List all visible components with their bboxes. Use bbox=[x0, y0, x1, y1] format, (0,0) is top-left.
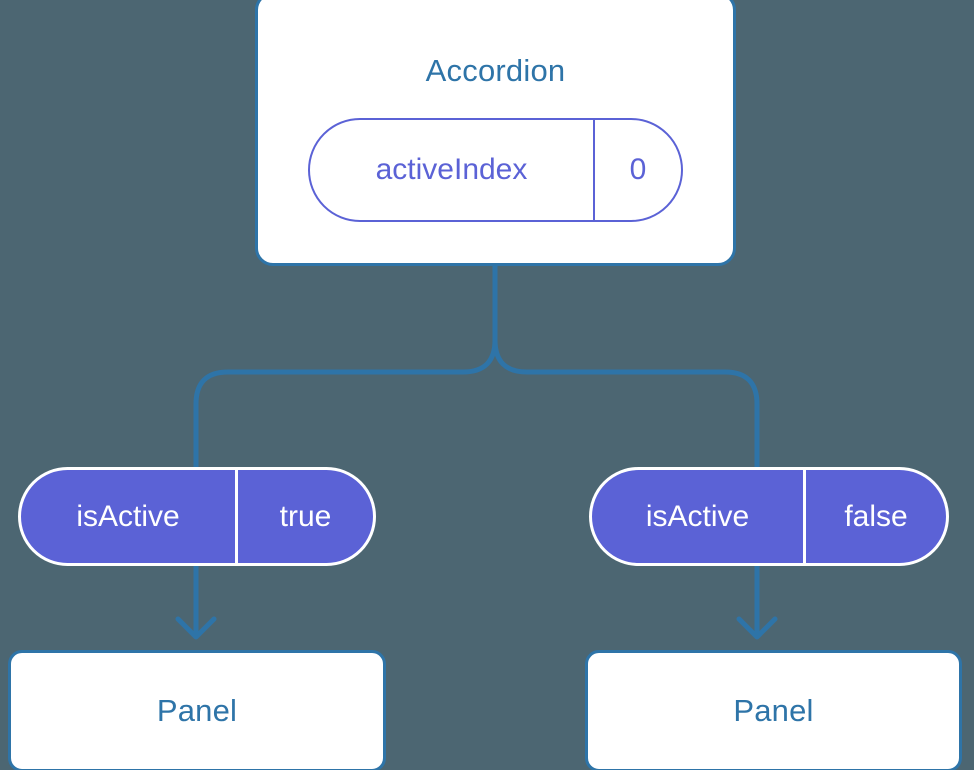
component-node-panel-right[interactable]: Panel bbox=[585, 650, 962, 770]
prop-pill-active-index[interactable]: activeIndex 0 bbox=[308, 118, 683, 222]
prop-value-active-index: 0 bbox=[593, 120, 681, 220]
prop-key-is-active-right: isActive bbox=[645, 499, 750, 533]
prop-value-is-active-right: false bbox=[803, 470, 946, 563]
arrow-head-right-icon bbox=[736, 616, 778, 640]
prop-pill-is-active-true[interactable]: isActive true bbox=[18, 467, 376, 566]
connector-root-to-left-prop bbox=[193, 263, 498, 470]
arrow-head-left-icon bbox=[175, 616, 217, 640]
component-title-accordion: Accordion bbox=[425, 53, 566, 88]
component-title-panel-left: Panel bbox=[156, 693, 238, 728]
prop-value-is-active-left: true bbox=[235, 470, 373, 563]
connector-root-to-right-prop bbox=[492, 337, 760, 470]
prop-key-is-active-left: isActive bbox=[76, 499, 180, 533]
prop-pill-is-active-false[interactable]: isActive false bbox=[589, 467, 949, 566]
prop-key-active-index: activeIndex bbox=[375, 153, 528, 186]
component-title-panel-right: Panel bbox=[733, 693, 814, 728]
component-node-panel-left[interactable]: Panel bbox=[8, 650, 386, 770]
